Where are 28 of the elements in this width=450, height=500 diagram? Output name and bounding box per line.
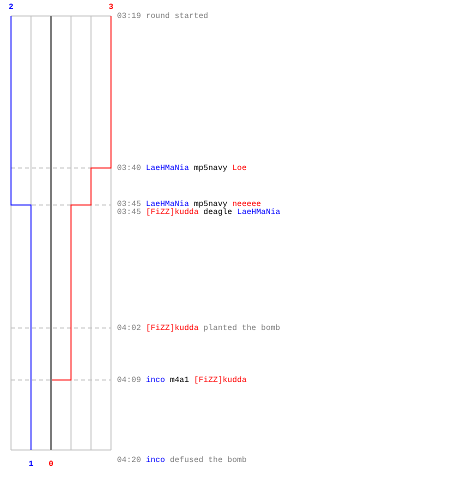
player-name: neeeee <box>232 200 262 208</box>
player-name: [FiZZ]kudda <box>146 208 199 216</box>
timestamp: 03:19 <box>117 12 142 20</box>
player-count: 3 <box>108 3 114 12</box>
timestamp: 03:40 <box>117 164 142 172</box>
weapon-name: mp5navy <box>194 164 228 172</box>
player-name: Loe <box>232 164 247 172</box>
weapon-name: mp5navy <box>194 200 228 208</box>
event-text: planted the bomb <box>203 324 280 332</box>
timestamp: 03:45 <box>117 208 142 216</box>
player-count: 0 <box>48 460 54 469</box>
timestamp: 04:20 <box>117 456 142 464</box>
player-name: [FiZZ]kudda <box>146 324 199 332</box>
player-name: inco <box>146 376 166 384</box>
timestamp: 03:45 <box>117 200 142 208</box>
timestamp: 04:09 <box>117 376 142 384</box>
player-name: [FiZZ]kudda <box>194 376 247 384</box>
event-text: round started <box>146 12 208 20</box>
player-count: 2 <box>8 3 14 12</box>
timestamp: 04:02 <box>117 324 142 332</box>
player-name: LaeHMaNia <box>146 200 190 208</box>
weapon-name: deagle <box>203 208 232 216</box>
player-count: 1 <box>28 460 34 469</box>
weapon-name: m4a1 <box>170 376 190 384</box>
player-name: LaeHMaNia <box>146 164 190 172</box>
event-text: defused the bomb <box>170 456 247 464</box>
player-name: LaeHMaNia <box>237 208 280 216</box>
player-name: inco <box>146 456 166 464</box>
